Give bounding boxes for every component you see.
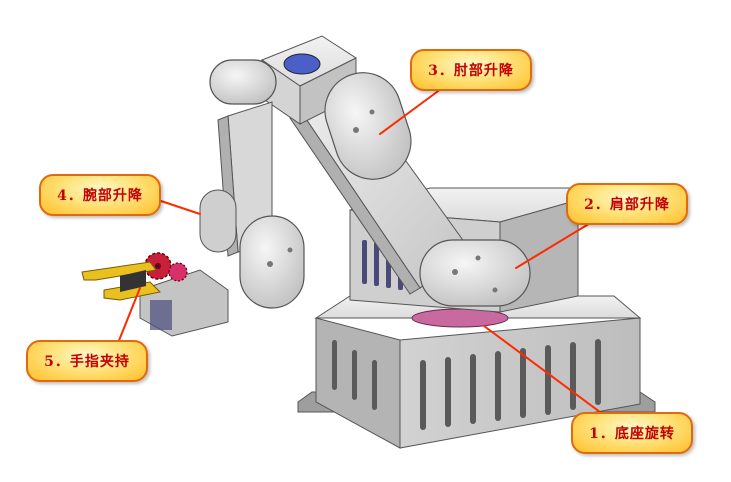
wrist-joint-cover — [199, 189, 305, 309]
callout-elbow-lift: 3．肘部升降 — [410, 49, 532, 91]
callout-wrist-lift-label: 4．腕部升降 — [57, 188, 143, 204]
callout-finger-grip: 5．手指夹持 — [26, 340, 148, 382]
callout-elbow-lift-label: 3．肘部升降 — [428, 63, 514, 79]
callout-base-rotation-label: 1．底座旋转 — [589, 426, 675, 442]
shoulder-joint-cover — [419, 239, 531, 307]
forearm-link — [209, 59, 277, 257]
pointer-shoulder-lift — [515, 221, 593, 269]
callout-pointers — [117, 85, 605, 416]
callout-shoulder-lift: 2．肩部升降 — [566, 183, 688, 225]
robot-base — [297, 295, 656, 449]
gripper-assembly — [81, 252, 229, 337]
callout-base-rotation: 1．底座旋转 — [571, 412, 693, 454]
callout-wrist-lift: 4．腕部升降 — [39, 174, 161, 216]
callout-finger-grip-label: 5．手指夹持 — [44, 354, 130, 370]
callout-shoulder-lift-label: 2．肩部升降 — [584, 197, 670, 213]
pointer-elbow-lift — [379, 85, 446, 135]
elbow-joint-cover — [324, 72, 412, 180]
pointer-base-rotation — [483, 325, 605, 416]
base-vent-slots — [332, 339, 601, 430]
pointer-finger-grip — [117, 287, 141, 344]
